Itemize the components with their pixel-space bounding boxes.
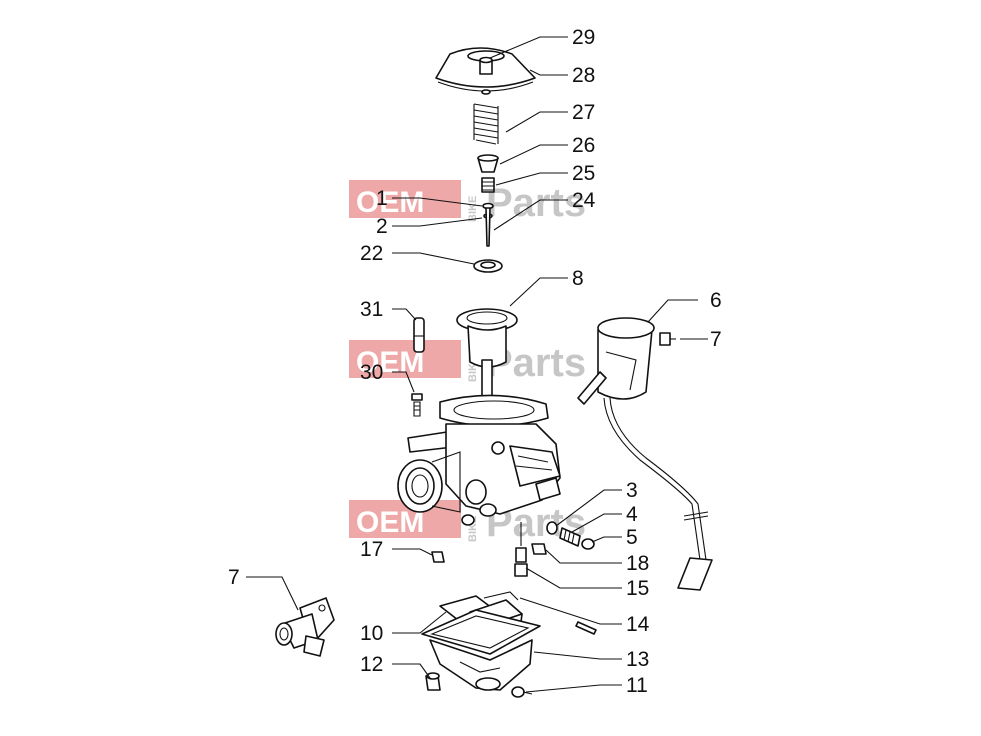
callout-labels: 29 28 27 26 25 1 24 2 22 8 6 7 31 30 3 4…	[228, 26, 722, 697]
callout-24: 24	[572, 189, 596, 212]
callout-26: 26	[572, 134, 595, 157]
callout-7-upper: 7	[710, 328, 722, 351]
callout-13: 13	[626, 648, 649, 671]
part-needle-spring	[481, 177, 495, 193]
callout-11: 11	[626, 674, 648, 697]
part-diaphragm-slide	[456, 308, 518, 368]
watermark-middle: OEM BIKE Parts	[349, 340, 586, 385]
part-jet-needle	[482, 202, 494, 247]
callout-31: 31	[360, 298, 383, 321]
watermark-bike-text: BIKE	[467, 196, 479, 222]
part-carburetor-body	[397, 359, 561, 526]
callout-27: 27	[572, 101, 595, 124]
watermark-oem-text: OEM	[356, 346, 424, 379]
part-float-bowl	[421, 609, 541, 691]
callout-22: 22	[360, 242, 383, 265]
part-plug-18	[531, 543, 547, 555]
part-bolt-31	[413, 317, 425, 353]
callout-25: 25	[572, 162, 595, 185]
part-nut-17	[431, 551, 445, 563]
callout-7-lower: 7	[228, 566, 240, 589]
watermark-bottom: OEM BIKE Parts	[349, 500, 586, 545]
callout-3: 3	[626, 479, 638, 502]
part-auto-starter	[577, 317, 713, 591]
watermark-top: OEM BIKE Parts	[349, 180, 586, 225]
leader-lines	[246, 36, 708, 693]
part-spring	[473, 103, 499, 145]
part-main-jet	[514, 522, 528, 577]
callout-17: 17	[360, 538, 383, 561]
callout-5: 5	[626, 526, 638, 549]
callout-10: 10	[360, 622, 383, 645]
callout-1: 1	[376, 187, 388, 210]
part-screw-11	[511, 686, 533, 698]
watermark-oem-text: OEM	[356, 186, 424, 219]
part-intake-elbow	[275, 597, 335, 657]
part-retainer	[477, 154, 499, 173]
callout-8: 8	[572, 267, 584, 290]
callout-30: 30	[360, 361, 383, 384]
part-screw-30	[411, 393, 423, 417]
part-washer	[473, 259, 503, 273]
callout-14: 14	[626, 613, 650, 636]
part-drain-bolt	[425, 672, 441, 691]
callout-2: 2	[376, 215, 388, 238]
callout-6: 6	[710, 289, 722, 312]
callout-12: 12	[360, 653, 383, 676]
callout-4: 4	[626, 503, 638, 526]
callout-18: 18	[626, 552, 649, 575]
callout-29: 29	[572, 26, 595, 49]
callout-15: 15	[626, 577, 649, 600]
part-idle-screw	[546, 521, 595, 550]
part-float-pin	[575, 621, 597, 635]
callout-28: 28	[572, 64, 595, 87]
part-screw-7a	[659, 332, 676, 346]
part-top-cover	[435, 47, 536, 95]
